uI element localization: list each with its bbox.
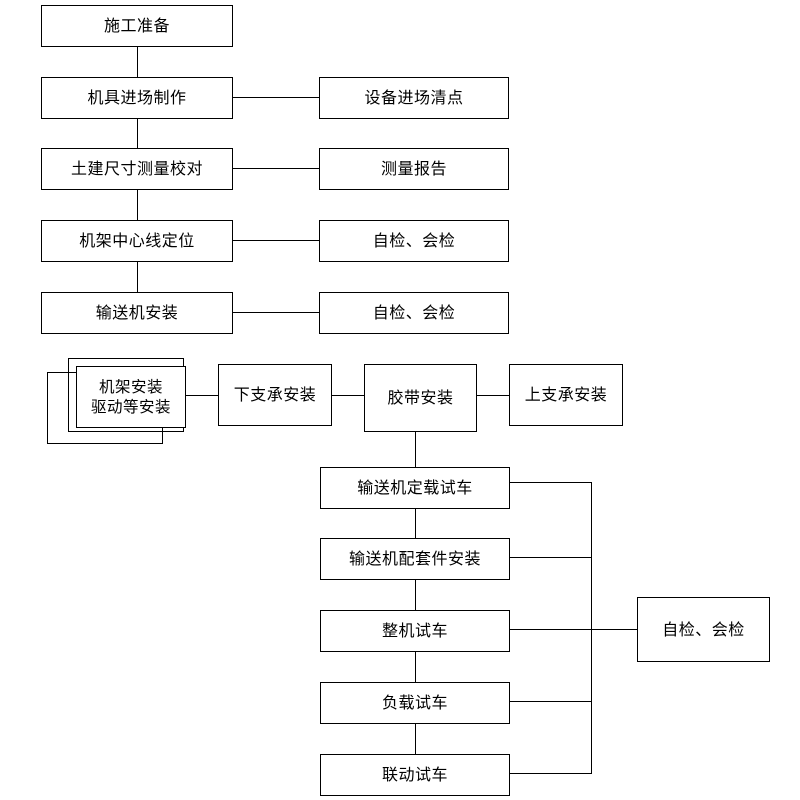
node-label: 土建尺寸测量校对 — [70, 159, 203, 179]
node-conveyor-accessory-installation[interactable]: 输送机配套件安装 — [320, 538, 510, 580]
node-label: 输送机定载试车 — [357, 478, 473, 498]
connector-m2-m3 — [332, 395, 364, 397]
connector-b4-b5 — [414, 724, 416, 754]
node-label: 胶带安装 — [387, 388, 454, 408]
inspection-bus-line — [590, 482, 592, 774]
node-survey-report[interactable]: 测量报告 — [319, 148, 509, 190]
node-label: 联动试车 — [381, 765, 448, 785]
node-label: 测量报告 — [380, 159, 447, 179]
connector-m1-m2 — [186, 395, 218, 397]
node-load-test-run[interactable]: 负载试车 — [320, 682, 510, 724]
connector-n1-n2 — [136, 47, 138, 77]
connector-b1-bus — [510, 482, 592, 484]
node-belt-installation[interactable]: 胶带安装 — [364, 364, 477, 432]
node-whole-machine-test-run[interactable]: 整机试车 — [320, 610, 510, 652]
connector-b2-bus — [510, 557, 592, 559]
node-civil-dimension-survey-check[interactable]: 土建尺寸测量校对 — [41, 148, 233, 190]
node-label: 自检、会检 — [372, 231, 456, 251]
node-label: 自检、会检 — [372, 303, 456, 323]
node-conveyor-rated-load-test-run[interactable]: 输送机定载试车 — [320, 467, 510, 509]
connector-n5-s4 — [233, 312, 319, 314]
connector-b4-bus — [510, 701, 592, 703]
node-lower-support-installation[interactable]: 下支承安装 — [218, 364, 332, 426]
node-self-and-joint-inspection-2[interactable]: 自检、会检 — [319, 292, 509, 334]
connector-n3-s2 — [233, 168, 319, 170]
connector-bus-inspection — [590, 629, 638, 631]
node-label: 机架安装 驱动等安装 — [90, 377, 171, 416]
connector-m3-m4 — [477, 395, 509, 397]
connector-n4-s3 — [233, 240, 319, 242]
node-label: 设备进场清点 — [364, 88, 464, 108]
connector-b1-b2 — [414, 509, 416, 538]
connector-n4-n5 — [136, 262, 138, 292]
node-label: 整机试车 — [381, 621, 448, 641]
node-self-and-joint-inspection-1[interactable]: 自检、会检 — [319, 220, 509, 262]
connector-b3-bus — [510, 629, 592, 631]
node-frame-centerline-positioning[interactable]: 机架中心线定位 — [41, 220, 233, 262]
node-label: 上支承安装 — [524, 385, 608, 405]
connector-n3-n4 — [136, 190, 138, 220]
node-frame-drive-installation[interactable]: 机架安装 驱动等安装 — [76, 366, 186, 428]
node-label: 下支承安装 — [233, 385, 317, 405]
node-label: 负载试车 — [381, 693, 448, 713]
connector-n2-n3 — [136, 119, 138, 148]
node-label: 自检、会检 — [662, 619, 745, 639]
node-equipment-entry-inventory[interactable]: 设备进场清点 — [319, 77, 509, 119]
connector-b5-bus — [510, 773, 592, 775]
connector-b2-b3 — [414, 580, 416, 610]
node-label: 输送机配套件安装 — [348, 549, 481, 569]
node-label: 施工准备 — [103, 16, 170, 36]
node-self-and-joint-inspection-summary[interactable]: 自检、会检 — [637, 597, 770, 662]
node-label: 机架中心线定位 — [79, 231, 195, 251]
node-linkage-test-run[interactable]: 联动试车 — [320, 754, 510, 796]
node-label: 机具进场制作 — [87, 88, 187, 108]
node-label: 输送机安装 — [95, 303, 179, 323]
node-equipment-entry-fabrication[interactable]: 机具进场制作 — [41, 77, 233, 119]
node-construction-preparation[interactable]: 施工准备 — [41, 5, 233, 47]
connector-n2-s1 — [233, 97, 319, 99]
node-conveyor-installation[interactable]: 输送机安装 — [41, 292, 233, 334]
node-upper-support-installation[interactable]: 上支承安装 — [509, 364, 623, 426]
connector-b3-b4 — [414, 652, 416, 682]
connector-m3-b1 — [414, 432, 416, 467]
